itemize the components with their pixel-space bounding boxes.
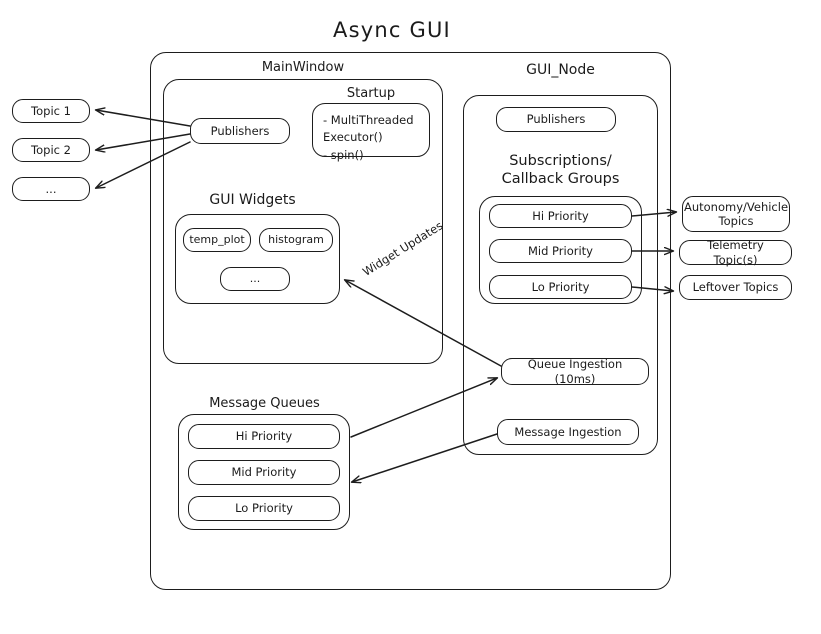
queue-mid-priority[interactable]: Mid Priority [188, 460, 340, 485]
callback-hi-priority-label: Hi Priority [532, 208, 589, 223]
topic-box-1-label: Topic 1 [31, 103, 71, 118]
message-queues-label: Message Queues [209, 396, 320, 411]
subscriptions-label-line1: Subscriptions/ [509, 153, 612, 169]
right-topic-autonomy-line2: Topics [718, 214, 754, 228]
message-ingestion-box[interactable]: Message Ingestion [497, 419, 639, 445]
subscriptions-label: Subscriptions/ Callback Groups [478, 152, 643, 188]
main-window-label: MainWindow [261, 60, 345, 75]
callback-lo-priority[interactable]: Lo Priority [489, 275, 632, 299]
main-window-container [163, 79, 443, 364]
subscriptions-label-line2: Callback Groups [501, 171, 620, 188]
queue-mid-priority-label: Mid Priority [231, 465, 297, 480]
topic-box-3-label: ... [45, 181, 57, 196]
widget-more-label: ... [249, 272, 261, 286]
gui-widgets-container [175, 214, 340, 304]
async-gui-container [150, 52, 671, 590]
right-topic-leftover-label: Leftover Topics [692, 280, 779, 295]
widget-more[interactable]: ... [220, 267, 290, 291]
right-topic-autonomy-label: Autonomy/Vehicle Topics [684, 200, 788, 229]
message-queues-container [178, 414, 350, 530]
queue-ingestion-box[interactable]: Queue Ingestion (10ms) [501, 357, 649, 386]
topic-box-1[interactable]: Topic 1 [12, 99, 90, 123]
widget-histogram[interactable]: histogram [259, 228, 333, 252]
right-topic-leftover[interactable]: Leftover Topics [679, 275, 792, 300]
widget-temp-plot[interactable]: temp_plot [183, 228, 251, 252]
queue-ingestion-label: Queue Ingestion (10ms) [527, 357, 623, 386]
startup-box: - MultiThreaded Executor() - spin() [312, 103, 430, 162]
main-window-publishers-label: Publishers [210, 123, 270, 138]
callback-mid-priority-label: Mid Priority [527, 243, 593, 258]
gui-node-publishers-label: Publishers [526, 112, 586, 127]
gui-widgets-label: GUI Widgets [209, 192, 296, 208]
queue-hi-priority[interactable]: Hi Priority [188, 424, 340, 449]
gui-node-label: GUI_Node [526, 62, 595, 78]
topic-box-2[interactable]: Topic 2 [12, 138, 90, 162]
right-topic-autonomy[interactable]: Autonomy/Vehicle Topics [682, 196, 790, 232]
message-ingestion-label: Message Ingestion [514, 424, 622, 439]
queue-lo-priority[interactable]: Lo Priority [188, 496, 340, 521]
gui-node-container [463, 95, 658, 455]
startup-label: Startup [346, 86, 396, 101]
callback-hi-priority[interactable]: Hi Priority [489, 204, 632, 228]
right-topic-telemetry-label: Telemetry Topic(s) [707, 238, 764, 267]
topic-box-2-label: Topic 2 [31, 142, 71, 157]
queue-lo-priority-label: Lo Priority [235, 501, 293, 516]
widget-temp-plot-label: temp_plot [189, 233, 245, 247]
callback-lo-priority-label: Lo Priority [531, 279, 590, 294]
queue-hi-priority-label: Hi Priority [235, 429, 293, 444]
gui-node-publishers[interactable]: Publishers [496, 107, 616, 132]
right-topic-telemetry[interactable]: Telemetry Topic(s) [679, 238, 792, 267]
main-window-publishers[interactable]: Publishers [190, 118, 290, 144]
right-topic-autonomy-line1: Autonomy/Vehicle [683, 199, 789, 214]
callback-mid-priority[interactable]: Mid Priority [489, 239, 632, 263]
diagram-title: Async GUI [333, 18, 451, 42]
topic-box-3[interactable]: ... [12, 177, 90, 201]
widget-histogram-label: histogram [268, 233, 324, 247]
callback-groups-container [479, 196, 642, 304]
